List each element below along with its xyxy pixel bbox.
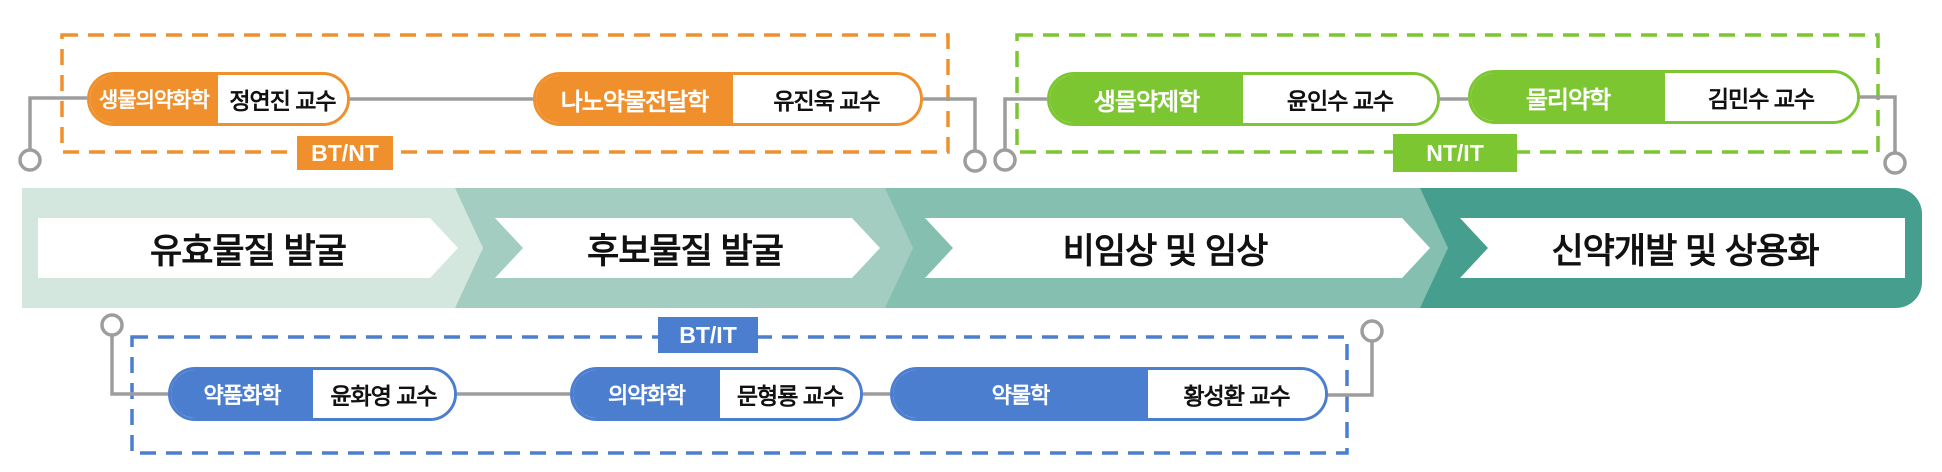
- course-pill-nano-drug-delivery: 나노약물전달학 유진욱 교수: [533, 72, 923, 126]
- connector-green-right: [1860, 95, 1897, 153]
- stage-label-3: 비임상 및 임상: [1062, 231, 1269, 271]
- course-professor: 문형룡 교수: [720, 370, 860, 418]
- stage-plate-4: [1460, 218, 1905, 278]
- stage-plate-2: [495, 218, 880, 278]
- course-pill-biomedicinal-chemistry: 생물의약화학 정연진 교수: [87, 72, 350, 126]
- course-subject: 생물약제학: [1050, 75, 1243, 123]
- course-subject: 약품화학: [171, 370, 313, 418]
- course-pill-physical-pharmacy: 물리약학 김민수 교수: [1468, 70, 1860, 124]
- connector-orange-left: [28, 96, 87, 150]
- badge-bt-nt: BT/NT: [297, 136, 393, 170]
- connector-node: [100, 313, 124, 337]
- course-professor: 윤인수 교수: [1243, 75, 1437, 123]
- badge-nt-it: NT/IT: [1393, 134, 1517, 172]
- connector-lines: [18, 95, 1907, 397]
- connector-node: [1883, 151, 1907, 175]
- course-subject: 물리약학: [1471, 73, 1665, 121]
- group-frame-bt-nt: [60, 33, 950, 154]
- stage-plate-1: [38, 218, 458, 278]
- course-pill-pharmacology: 약물학 황성환 교수: [890, 367, 1328, 421]
- course-pill-biopharmaceutics: 생물약제학 윤인수 교수: [1047, 72, 1440, 126]
- connector-node: [18, 148, 42, 172]
- stage-label-2: 후보물질 발굴: [587, 231, 784, 271]
- connector-orange-right: [923, 97, 977, 151]
- course-professor: 유진욱 교수: [733, 75, 920, 123]
- connector-green-left: [1003, 97, 1047, 150]
- connector-node: [963, 149, 987, 173]
- stage-label-4: 신약개발 및 상용화: [1551, 231, 1819, 271]
- connector-node: [993, 148, 1017, 172]
- course-subject: 약물학: [893, 370, 1148, 418]
- course-professor: 정연진 교수: [218, 75, 347, 123]
- stage-label-1: 유효물질 발굴: [150, 231, 347, 271]
- course-professor: 황성환 교수: [1148, 370, 1325, 418]
- course-subject: 생물의약화학: [90, 75, 218, 123]
- connector-blue-left: [110, 335, 168, 396]
- connector-node: [1360, 319, 1384, 343]
- course-pill-pharmaceutical-chemistry: 약품화학 윤화영 교수: [168, 367, 457, 421]
- course-subject: 의약화학: [573, 370, 720, 418]
- stage-plate-3: [925, 218, 1430, 278]
- course-professor: 윤화영 교수: [313, 370, 454, 418]
- course-professor: 김민수 교수: [1665, 73, 1857, 121]
- course-subject: 나노약물전달학: [536, 75, 733, 123]
- badge-bt-it: BT/IT: [658, 317, 758, 353]
- course-pill-medicinal-chemistry: 의약화학 문형룡 교수: [570, 367, 863, 421]
- connector-blue-right: [1328, 341, 1374, 397]
